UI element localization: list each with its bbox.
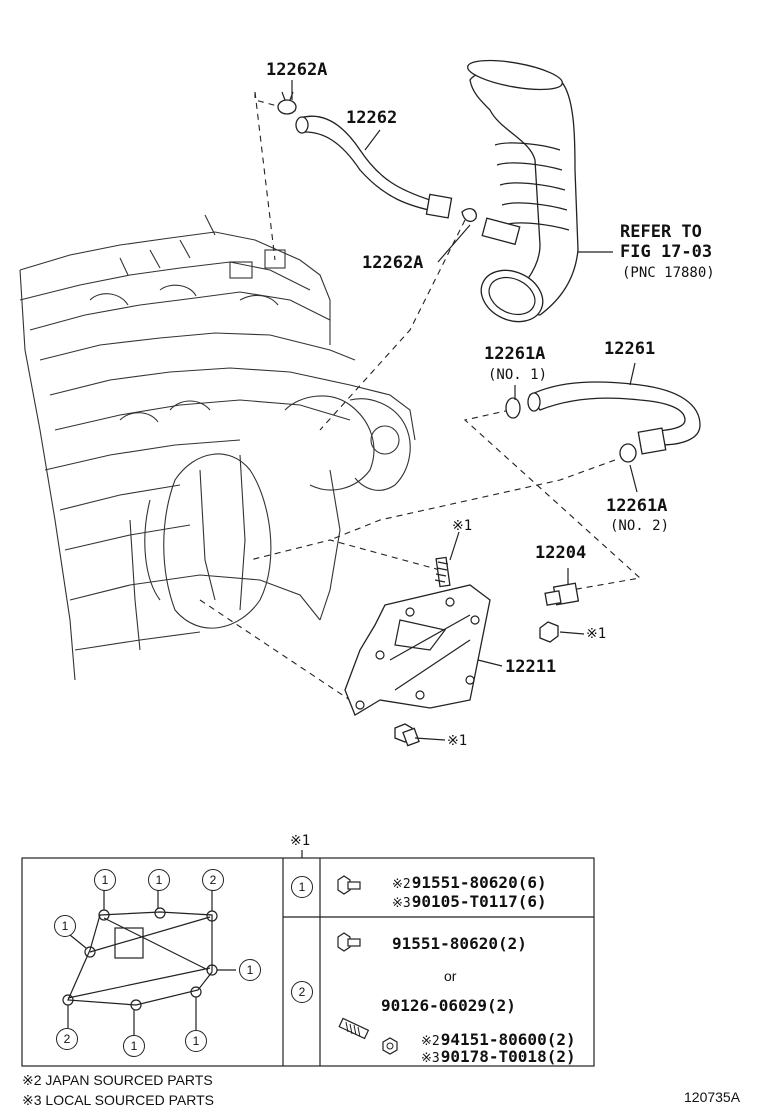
bolt-icon bbox=[337, 875, 361, 895]
nut-icon bbox=[382, 1037, 398, 1055]
key-marker-1-c: 1 bbox=[54, 915, 76, 937]
row2-line3-part: 94151-80600(2) bbox=[440, 1030, 576, 1049]
label-12261A-no1-sub: (NO. 1) bbox=[488, 367, 547, 383]
row2-line4-part: 90178-T0018(2) bbox=[440, 1047, 576, 1066]
label-12261A-no2-sub: (NO. 2) bbox=[610, 518, 669, 534]
table-row2-key: 2 bbox=[291, 981, 313, 1003]
row2-line4-mark: ※3 bbox=[421, 1051, 440, 1066]
hose-12261[interactable] bbox=[527, 381, 701, 455]
nut[interactable] bbox=[539, 621, 559, 643]
row1-line1-part: 91551-80620(6) bbox=[411, 873, 547, 892]
clamp-12261A-no1[interactable] bbox=[505, 397, 521, 419]
callout-labels: 12262A 12262 12262A REFER TO FIG 17-03 (… bbox=[266, 60, 715, 749]
stud-icon bbox=[338, 1017, 370, 1040]
fastener-table: ※1 bbox=[21, 833, 595, 1067]
key-drawing bbox=[62, 890, 236, 1035]
hose-12262[interactable] bbox=[295, 115, 453, 219]
dashed-guides bbox=[199, 91, 642, 701]
footnote-local: ※3 LOCAL SOURCED PARTS bbox=[22, 1092, 214, 1108]
footnote-japan: ※2 JAPAN SOURCED PARTS bbox=[22, 1072, 213, 1088]
row1-line1: ※291551-80620(6) bbox=[392, 873, 547, 892]
label-12262: 12262 bbox=[346, 108, 397, 128]
label-refer-line3: (PNC 17880) bbox=[622, 265, 715, 281]
key-marker-1-f: 1 bbox=[185, 1030, 207, 1052]
label-refer-line1: REFER TO bbox=[620, 222, 702, 242]
table-header-mark: ※1 bbox=[290, 833, 310, 849]
stud[interactable] bbox=[434, 556, 451, 588]
intake-hose[interactable] bbox=[466, 55, 579, 331]
clamp-12262A-top[interactable] bbox=[277, 91, 297, 115]
table-row1-key: 1 bbox=[291, 876, 313, 898]
row2-line4: ※390178-T0018(2) bbox=[421, 1047, 576, 1066]
label-12261A-no2: 12261A bbox=[606, 496, 667, 516]
clamp-12262A-mid[interactable] bbox=[461, 208, 477, 223]
key-marker-1-a: 1 bbox=[94, 869, 116, 891]
engine-block bbox=[19, 214, 416, 681]
key-marker-2-a: 2 bbox=[202, 869, 224, 891]
label-12262A-top: 12262A bbox=[266, 60, 327, 80]
row1-line2-part: 90105-T0117(6) bbox=[411, 892, 547, 911]
bolt-icon bbox=[337, 932, 361, 952]
bolt[interactable] bbox=[394, 723, 420, 747]
label-12204: 12204 bbox=[535, 543, 586, 563]
label-bolt-mark: ※1 bbox=[447, 733, 467, 749]
leader-lines bbox=[291, 80, 638, 741]
figure-id: 120735A bbox=[684, 1089, 741, 1105]
cover-plate-12211[interactable] bbox=[344, 584, 491, 716]
label-12211: 12211 bbox=[505, 657, 556, 677]
key-marker-1-e: 1 bbox=[123, 1035, 145, 1057]
label-12262A-mid: 12262A bbox=[362, 253, 423, 273]
row1-line2: ※390105-T0117(6) bbox=[392, 892, 547, 911]
row1-line2-mark: ※3 bbox=[392, 896, 411, 911]
row2-or: or bbox=[444, 968, 457, 984]
valve-12204[interactable] bbox=[544, 582, 580, 606]
label-stud-mark: ※1 bbox=[452, 518, 472, 534]
label-refer-line2: FIG 17-03 bbox=[620, 242, 712, 262]
label-nut-mark: ※1 bbox=[586, 626, 606, 642]
row2-line3-mark: ※2 bbox=[421, 1034, 440, 1049]
key-marker-1-b: 1 bbox=[148, 869, 170, 891]
label-12261: 12261 bbox=[604, 339, 655, 359]
row2-line2-part: 90126-06029(2) bbox=[381, 996, 516, 1015]
row2-line1-part: 91551-80620(2) bbox=[392, 934, 527, 953]
key-marker-1-d: 1 bbox=[239, 959, 261, 981]
clamp-12261A-no2[interactable] bbox=[619, 443, 637, 463]
label-12261A-no1: 12261A bbox=[484, 344, 545, 364]
row1-line1-mark: ※2 bbox=[392, 877, 411, 892]
row2-line3: ※294151-80600(2) bbox=[421, 1030, 576, 1049]
key-marker-2-b: 2 bbox=[56, 1028, 78, 1050]
